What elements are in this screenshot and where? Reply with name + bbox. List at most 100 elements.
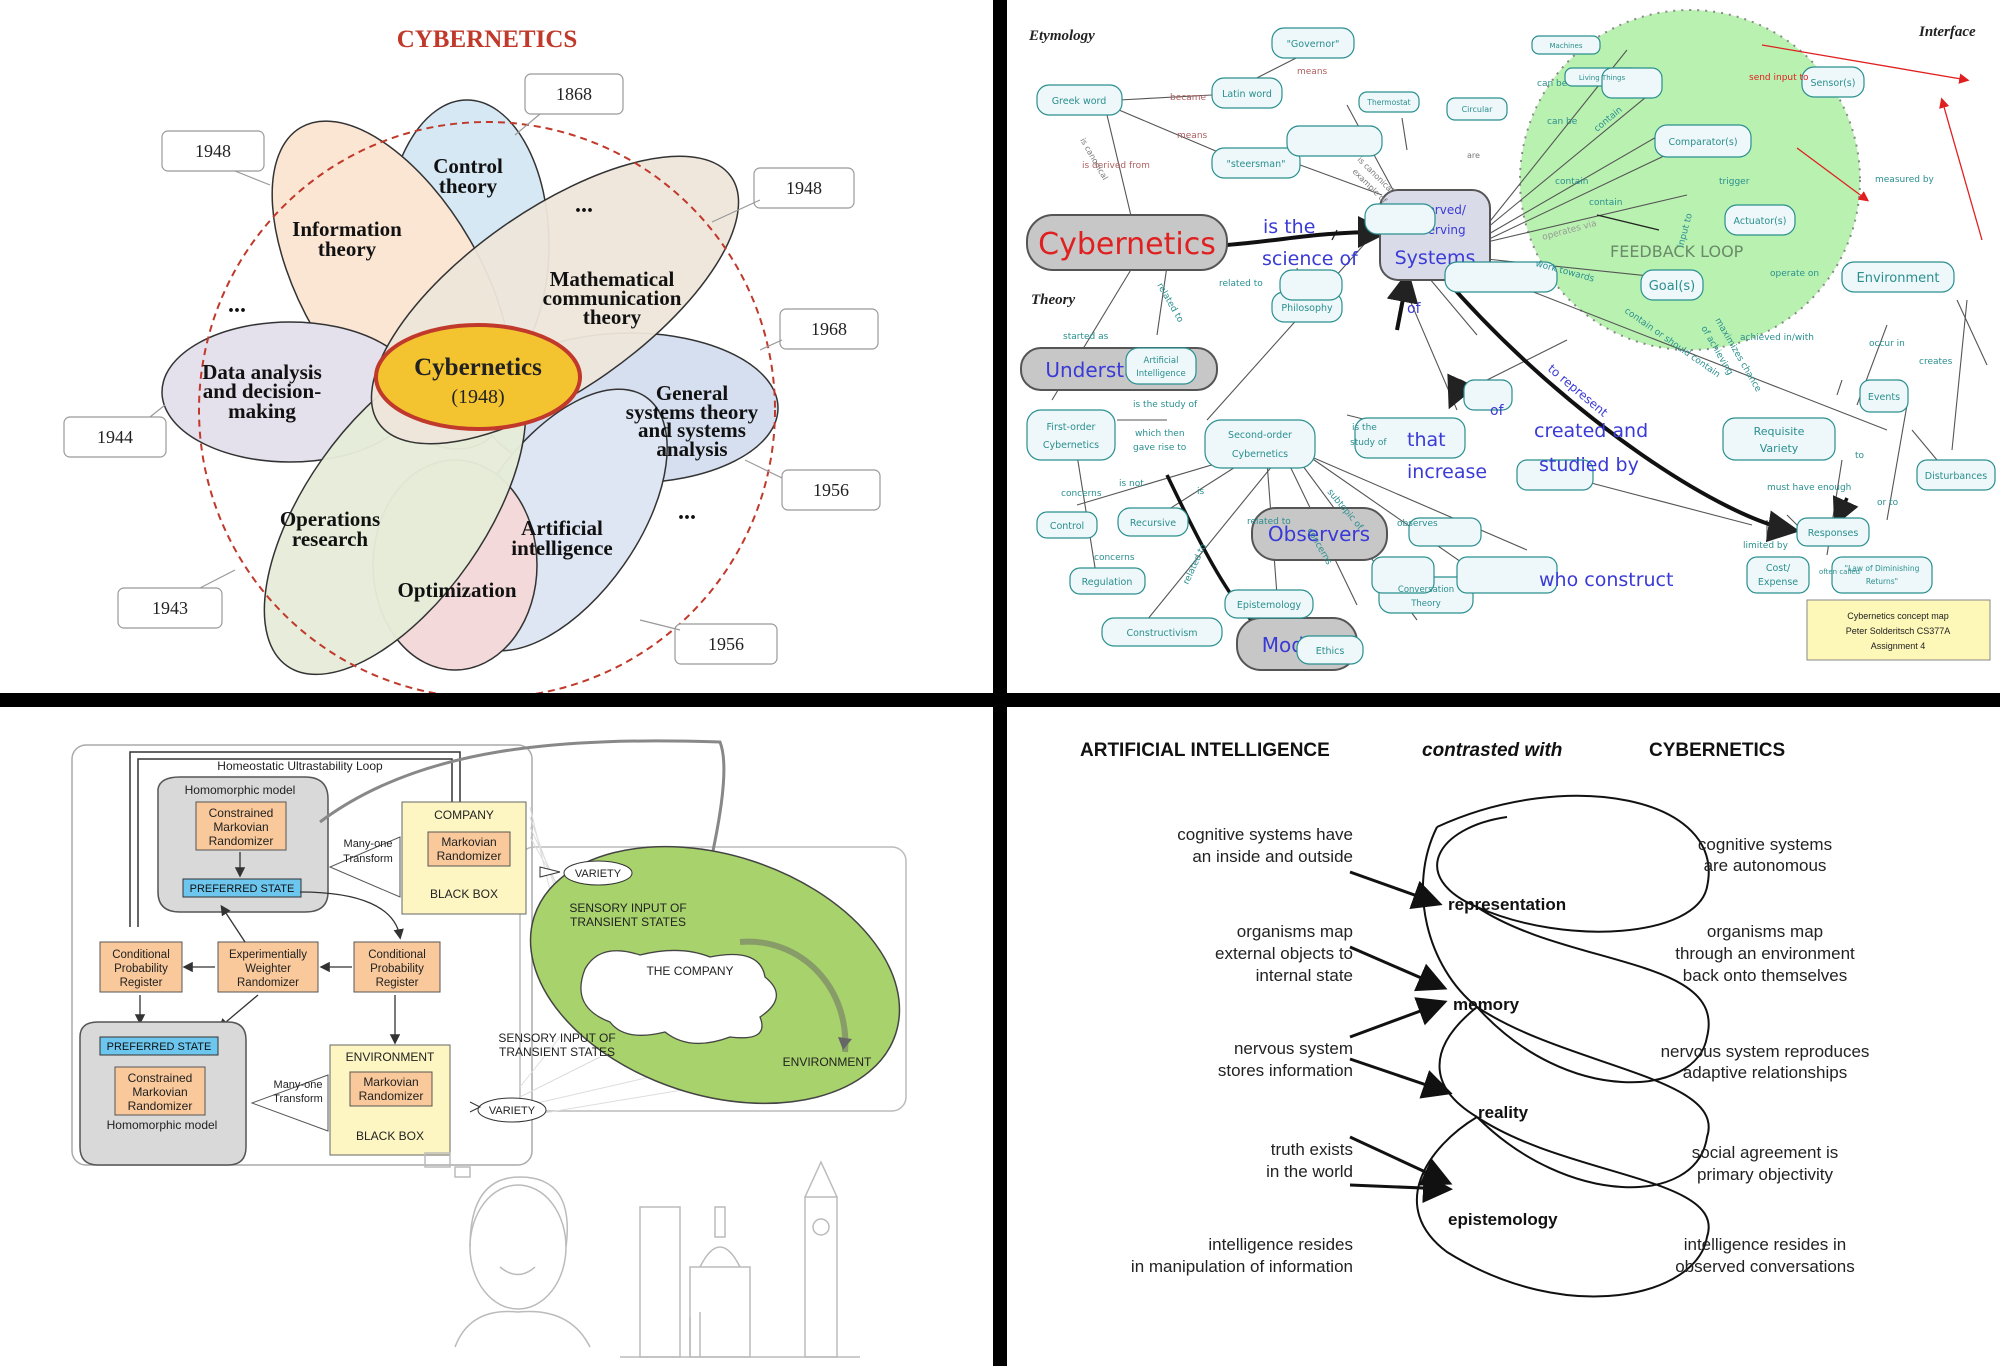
link-to-represent: to represent [1545, 362, 1611, 420]
ewr-l3: Randomizer [237, 977, 299, 989]
markovian-top-l2: Randomizer [437, 849, 502, 863]
node-circular-label: Circular [1462, 105, 1494, 114]
node-law [1456, 556, 1558, 594]
concept-epistemology: epistemology [1448, 1210, 1558, 1229]
node-environment [1444, 261, 1558, 293]
ewr-l2: Weighter [245, 963, 291, 975]
link-label: can be [1537, 79, 1568, 89]
link-increase: increase [1407, 461, 1487, 483]
preferred-state-bottom [99, 1036, 219, 1056]
variety-top [563, 860, 633, 886]
link-label: concerns [1061, 489, 1102, 499]
node-observers-label: Observers [1268, 522, 1370, 546]
link-label: or to [1877, 498, 1899, 508]
cpr-left-l3: Register [120, 977, 163, 989]
node-goals [1279, 269, 1343, 301]
ai-claim: internal state [1256, 966, 1353, 985]
cmr-top [195, 801, 287, 851]
node-regulation [1069, 567, 1146, 595]
node-disturbances-box [1916, 459, 1996, 491]
year-label: 1868 [556, 84, 592, 104]
node-philosophy-label: Philosophy [1281, 303, 1333, 314]
link-label: is the study of [1133, 400, 1198, 410]
node-ai-label-2: Intelligence [1136, 369, 1185, 379]
petal-label: analysis [656, 437, 727, 461]
year-callout [779, 308, 879, 350]
link-label: is derived from [1082, 161, 1150, 171]
markovian-top [427, 831, 511, 867]
markovian-bottom-l1: Markovian [363, 1075, 418, 1089]
node-recursive [1117, 507, 1189, 537]
link-label: is the [1352, 423, 1377, 433]
node-responses [1408, 517, 1482, 547]
node-goals-label: Goal(s) [1649, 279, 1696, 294]
link-label: gave rise to [1133, 443, 1187, 453]
year-callout [674, 623, 778, 665]
node-disturbances [1516, 459, 1594, 491]
node-thermostat [1358, 91, 1420, 113]
dashed-circle [198, 121, 776, 693]
sensory-top-l2: TRANSIENT STATES [570, 915, 686, 929]
node-environment-label: Environment [1856, 271, 1939, 286]
node-living-things-label: Living Things [1579, 74, 1626, 82]
homomorphic-bottom-label: Homomorphic model [107, 1118, 218, 1132]
markovian-bottom [349, 1071, 433, 1107]
year-callout [753, 167, 855, 209]
section-theory: Theory [1031, 292, 1076, 308]
link-label: send input to [1749, 73, 1809, 83]
company-blob [580, 949, 777, 1045]
node-constructivism-label: Constructivism [1126, 628, 1197, 639]
year-callout [161, 130, 265, 172]
center-label: Cybernetics [414, 354, 542, 381]
year-label: 1956 [813, 480, 849, 500]
ai-claim: in manipulation of information [1131, 1257, 1353, 1276]
ai-claim: nervous system [1234, 1039, 1353, 1058]
petal-label: General [656, 381, 728, 405]
petal-label: Optimization [398, 578, 517, 602]
node-first-order-label-2: Cybernetics [1043, 440, 1099, 451]
concept-reality: reality [1478, 1103, 1529, 1122]
petal-label: Information [292, 217, 402, 241]
node-second-order-label-1: Second-order [1228, 430, 1292, 441]
cyb-claim: social agreement is [1692, 1143, 1838, 1162]
panel-homeostatic-loop: Homeostatic Ultrastability Loop Homomorp… [0, 707, 993, 1366]
node-environment-box [1841, 261, 1955, 293]
petal-label: research [292, 527, 369, 551]
cyb-claim: cognitive systems [1698, 835, 1832, 854]
cmr-bottom-l1: Constrained [128, 1071, 193, 1085]
link-label: started as [1063, 332, 1109, 342]
link-label: observes [1397, 519, 1438, 529]
petal-label: and systems [638, 418, 746, 442]
petal-label: systems theory [626, 400, 759, 424]
company-label: COMPANY [434, 808, 494, 822]
concept-map: FEEDBACK LOOP Etymology Theory Interface [1020, 9, 1996, 671]
variety-bottom-label: VARIETY [489, 1105, 536, 1117]
node-second-order [1204, 419, 1316, 469]
petal-label: Control [433, 154, 503, 178]
preferred-state-bottom-label: PREFERRED STATE [107, 1041, 212, 1053]
link-science-of: science of [1262, 248, 1359, 270]
node-recursive-label: Recursive [1130, 518, 1176, 529]
cmr-bottom-l2: Markovian [132, 1085, 187, 1099]
ai-claim: truth exists [1271, 1140, 1353, 1159]
node-events-box [1859, 379, 1909, 413]
link-label: trigger [1719, 177, 1750, 187]
node-requisite [1354, 417, 1466, 459]
cyb-claim: are autonomous [1704, 856, 1827, 875]
link-label: means [1177, 131, 1208, 141]
link-label: to [1855, 451, 1865, 461]
sensory-bottom-l1: SENSORY INPUT OF [498, 1031, 615, 1045]
cpr-left-l1: Conditional [112, 949, 170, 961]
sensory-top-l1: SENSORY INPUT OF [569, 901, 686, 915]
node-control-label: Control [1050, 521, 1084, 532]
link-label: related to [1247, 517, 1291, 527]
sketch-illustration [424, 1152, 860, 1358]
cpr-right-l1: Conditional [368, 949, 426, 961]
ewr-box [217, 941, 319, 993]
ai-contrast-diagram: ARTIFICIAL INTELLIGENCE contrasted with … [1080, 740, 1869, 1298]
cpr-left [99, 941, 183, 993]
flower-title: CYBERNETICS [397, 26, 578, 53]
panel-cybernetics-flower: CYBERNETICS Cybernetics (1948) Control t… [0, 0, 993, 693]
loop-label: Homeostatic Ultrastability Loop [217, 759, 383, 773]
cyb-claim: adaptive relationships [1683, 1063, 1847, 1082]
